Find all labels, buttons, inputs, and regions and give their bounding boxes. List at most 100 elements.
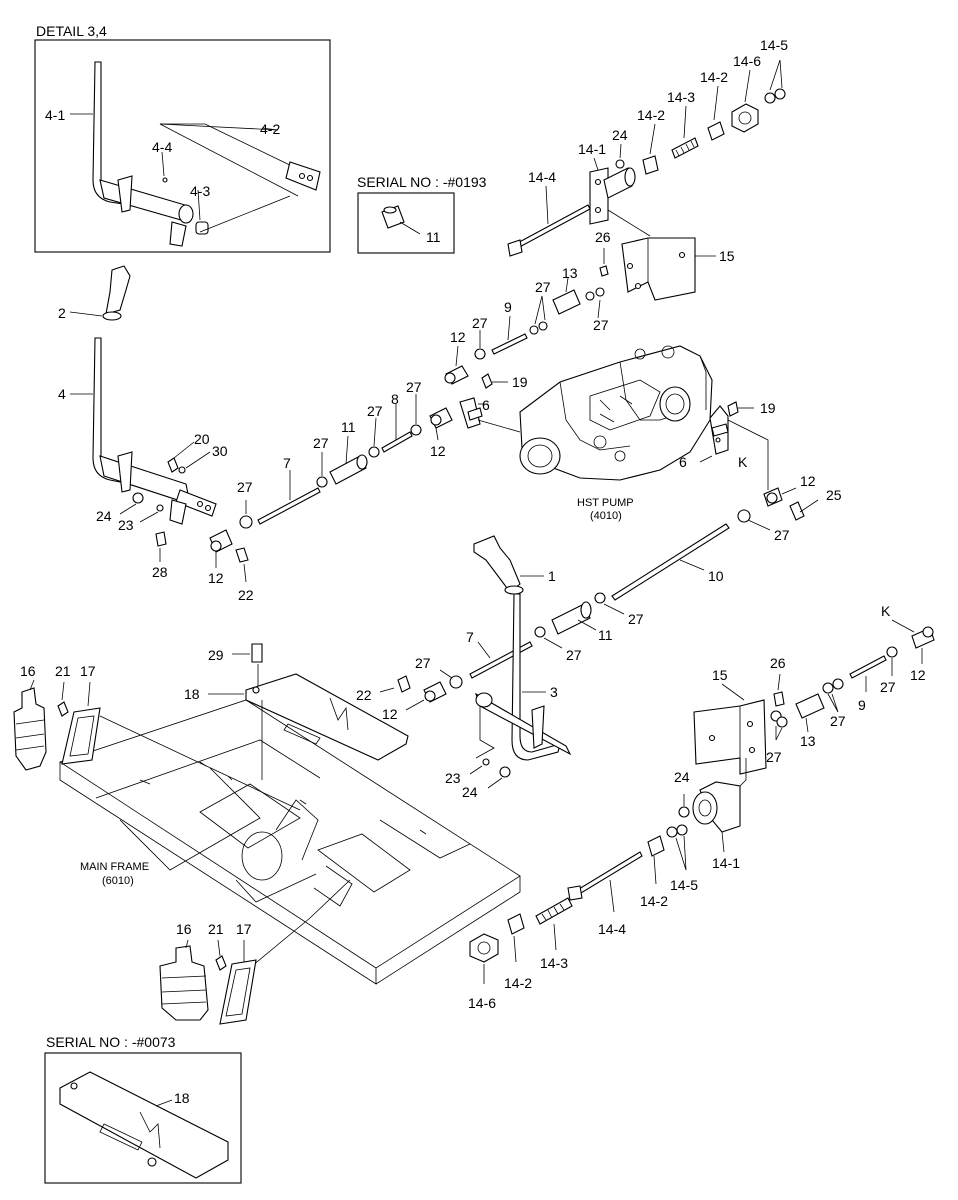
svg-text:27: 27 (766, 749, 782, 765)
svg-text:27: 27 (830, 713, 846, 729)
svg-text:14-5: 14-5 (670, 877, 698, 893)
svg-text:24: 24 (612, 127, 628, 143)
svg-text:14-1: 14-1 (712, 855, 740, 871)
svg-text:18: 18 (174, 1090, 190, 1106)
svg-text:4-4: 4-4 (152, 139, 172, 155)
svg-text:14-3: 14-3 (667, 89, 695, 105)
serial-bottom-title: SERIAL NO : -#0073 (46, 1034, 176, 1050)
svg-text:11: 11 (426, 229, 441, 245)
hst-pump: HST PUMP (4010) 6 6 K 19 (459, 345, 776, 522)
svg-text:14-2: 14-2 (504, 975, 532, 991)
svg-text:27: 27 (628, 611, 644, 627)
svg-text:17: 17 (236, 921, 252, 937)
lever-assembly-left: 2 4 20 30 24 23 28 12 2 (58, 265, 453, 603)
svg-text:18: 18 (184, 686, 200, 702)
svg-text:14-6: 14-6 (468, 995, 496, 1011)
svg-text:7: 7 (466, 629, 474, 645)
svg-text:13: 13 (800, 733, 816, 749)
serial-box-top: SERIAL NO : -#0193 11 (357, 174, 487, 254)
svg-text:10: 10 (708, 568, 724, 584)
main-frame-label: MAIN FRAME (80, 861, 149, 873)
svg-text:16: 16 (20, 663, 36, 679)
lower-spring-assembly: K 12 27 9 27 13 26 27 15 (468, 603, 935, 1011)
svg-text:2: 2 (58, 305, 66, 321)
svg-text:14-3: 14-3 (540, 955, 568, 971)
svg-text:14-2: 14-2 (640, 893, 668, 909)
svg-text:4: 4 (58, 386, 66, 402)
svg-text:21: 21 (55, 663, 71, 679)
svg-text:21: 21 (208, 921, 224, 937)
svg-text:12: 12 (800, 473, 816, 489)
svg-text:23: 23 (445, 770, 461, 786)
svg-text:6: 6 (482, 397, 490, 413)
svg-text:24: 24 (462, 784, 478, 800)
svg-text:13: 13 (562, 265, 578, 281)
svg-text:17: 17 (80, 663, 96, 679)
svg-text:14-4: 14-4 (528, 169, 556, 185)
svg-text:27: 27 (535, 279, 551, 295)
svg-text:12: 12 (430, 443, 446, 459)
svg-text:11: 11 (341, 419, 356, 435)
main-frame-code: (6010) (102, 875, 134, 887)
svg-text:14-2: 14-2 (637, 107, 665, 123)
svg-text:9: 9 (858, 697, 866, 713)
detail-box: DETAIL 3,4 4-1 4-2 4-4 4-3 (34, 23, 331, 253)
svg-text:16: 16 (176, 921, 192, 937)
svg-text:12: 12 (450, 329, 466, 345)
boot-upper: 16 21 17 (13, 663, 101, 771)
svg-text:12: 12 (382, 706, 398, 722)
svg-text:15: 15 (712, 667, 728, 683)
svg-text:20: 20 (194, 431, 210, 447)
svg-text:26: 26 (770, 655, 786, 671)
svg-text:19: 19 (760, 400, 776, 416)
svg-text:19: 19 (512, 374, 528, 390)
svg-text:26: 26 (595, 229, 611, 245)
svg-text:14-4: 14-4 (598, 921, 626, 937)
svg-text:K: K (881, 603, 891, 619)
svg-text:27: 27 (566, 647, 582, 663)
svg-text:29: 29 (208, 647, 224, 663)
svg-text:3: 3 (550, 684, 558, 700)
svg-text:6: 6 (679, 454, 687, 470)
svg-text:23: 23 (118, 517, 134, 533)
svg-text:27: 27 (472, 315, 488, 331)
svg-text:27: 27 (237, 479, 253, 495)
svg-text:9: 9 (504, 299, 512, 315)
svg-text:27: 27 (406, 379, 422, 395)
svg-text:12: 12 (208, 570, 224, 586)
svg-text:27: 27 (313, 435, 329, 451)
top-spring-assembly: 14-5 14-6 14-2 14-3 14-2 24 14-1 14-4 (507, 37, 788, 257)
lever-assembly-lower: 1 10 27 11 27 7 3 27 22 (356, 523, 730, 800)
svg-text:4-1: 4-1 (45, 107, 65, 123)
svg-text:25: 25 (826, 487, 842, 503)
pump-right-hardware: 12 25 27 (737, 473, 842, 543)
svg-text:4-3: 4-3 (190, 183, 210, 199)
detail-title: DETAIL 3,4 (36, 23, 107, 39)
svg-text:14-1: 14-1 (578, 141, 606, 157)
svg-text:24: 24 (674, 769, 690, 785)
svg-text:22: 22 (238, 587, 254, 603)
svg-text:27: 27 (367, 403, 383, 419)
svg-text:27: 27 (774, 527, 790, 543)
svg-text:12: 12 (910, 667, 926, 683)
svg-text:28: 28 (152, 564, 168, 580)
svg-text:24: 24 (96, 508, 112, 524)
bracket-15-top: 15 26 13 27 27 9 27 12 19 (444, 209, 735, 390)
svg-text:1: 1 (548, 568, 556, 584)
svg-text:11: 11 (598, 627, 613, 643)
hst-pump-code: (4010) (590, 510, 622, 522)
hst-pump-label: HST PUMP (577, 497, 634, 509)
svg-text:7: 7 (283, 455, 291, 471)
svg-text:15: 15 (719, 248, 735, 264)
svg-text:K: K (738, 454, 748, 470)
svg-text:14-5: 14-5 (760, 37, 788, 53)
svg-text:27: 27 (880, 679, 896, 695)
main-frame: 18 29 MAIN FRAME (6010) (59, 643, 521, 985)
serial-box-bottom: SERIAL NO : -#0073 18 (44, 1034, 242, 1184)
svg-text:14-2: 14-2 (700, 69, 728, 85)
svg-text:14-6: 14-6 (733, 53, 761, 69)
svg-text:27: 27 (415, 655, 431, 671)
serial-top-title: SERIAL NO : -#0193 (357, 174, 487, 190)
svg-text:27: 27 (593, 317, 609, 333)
